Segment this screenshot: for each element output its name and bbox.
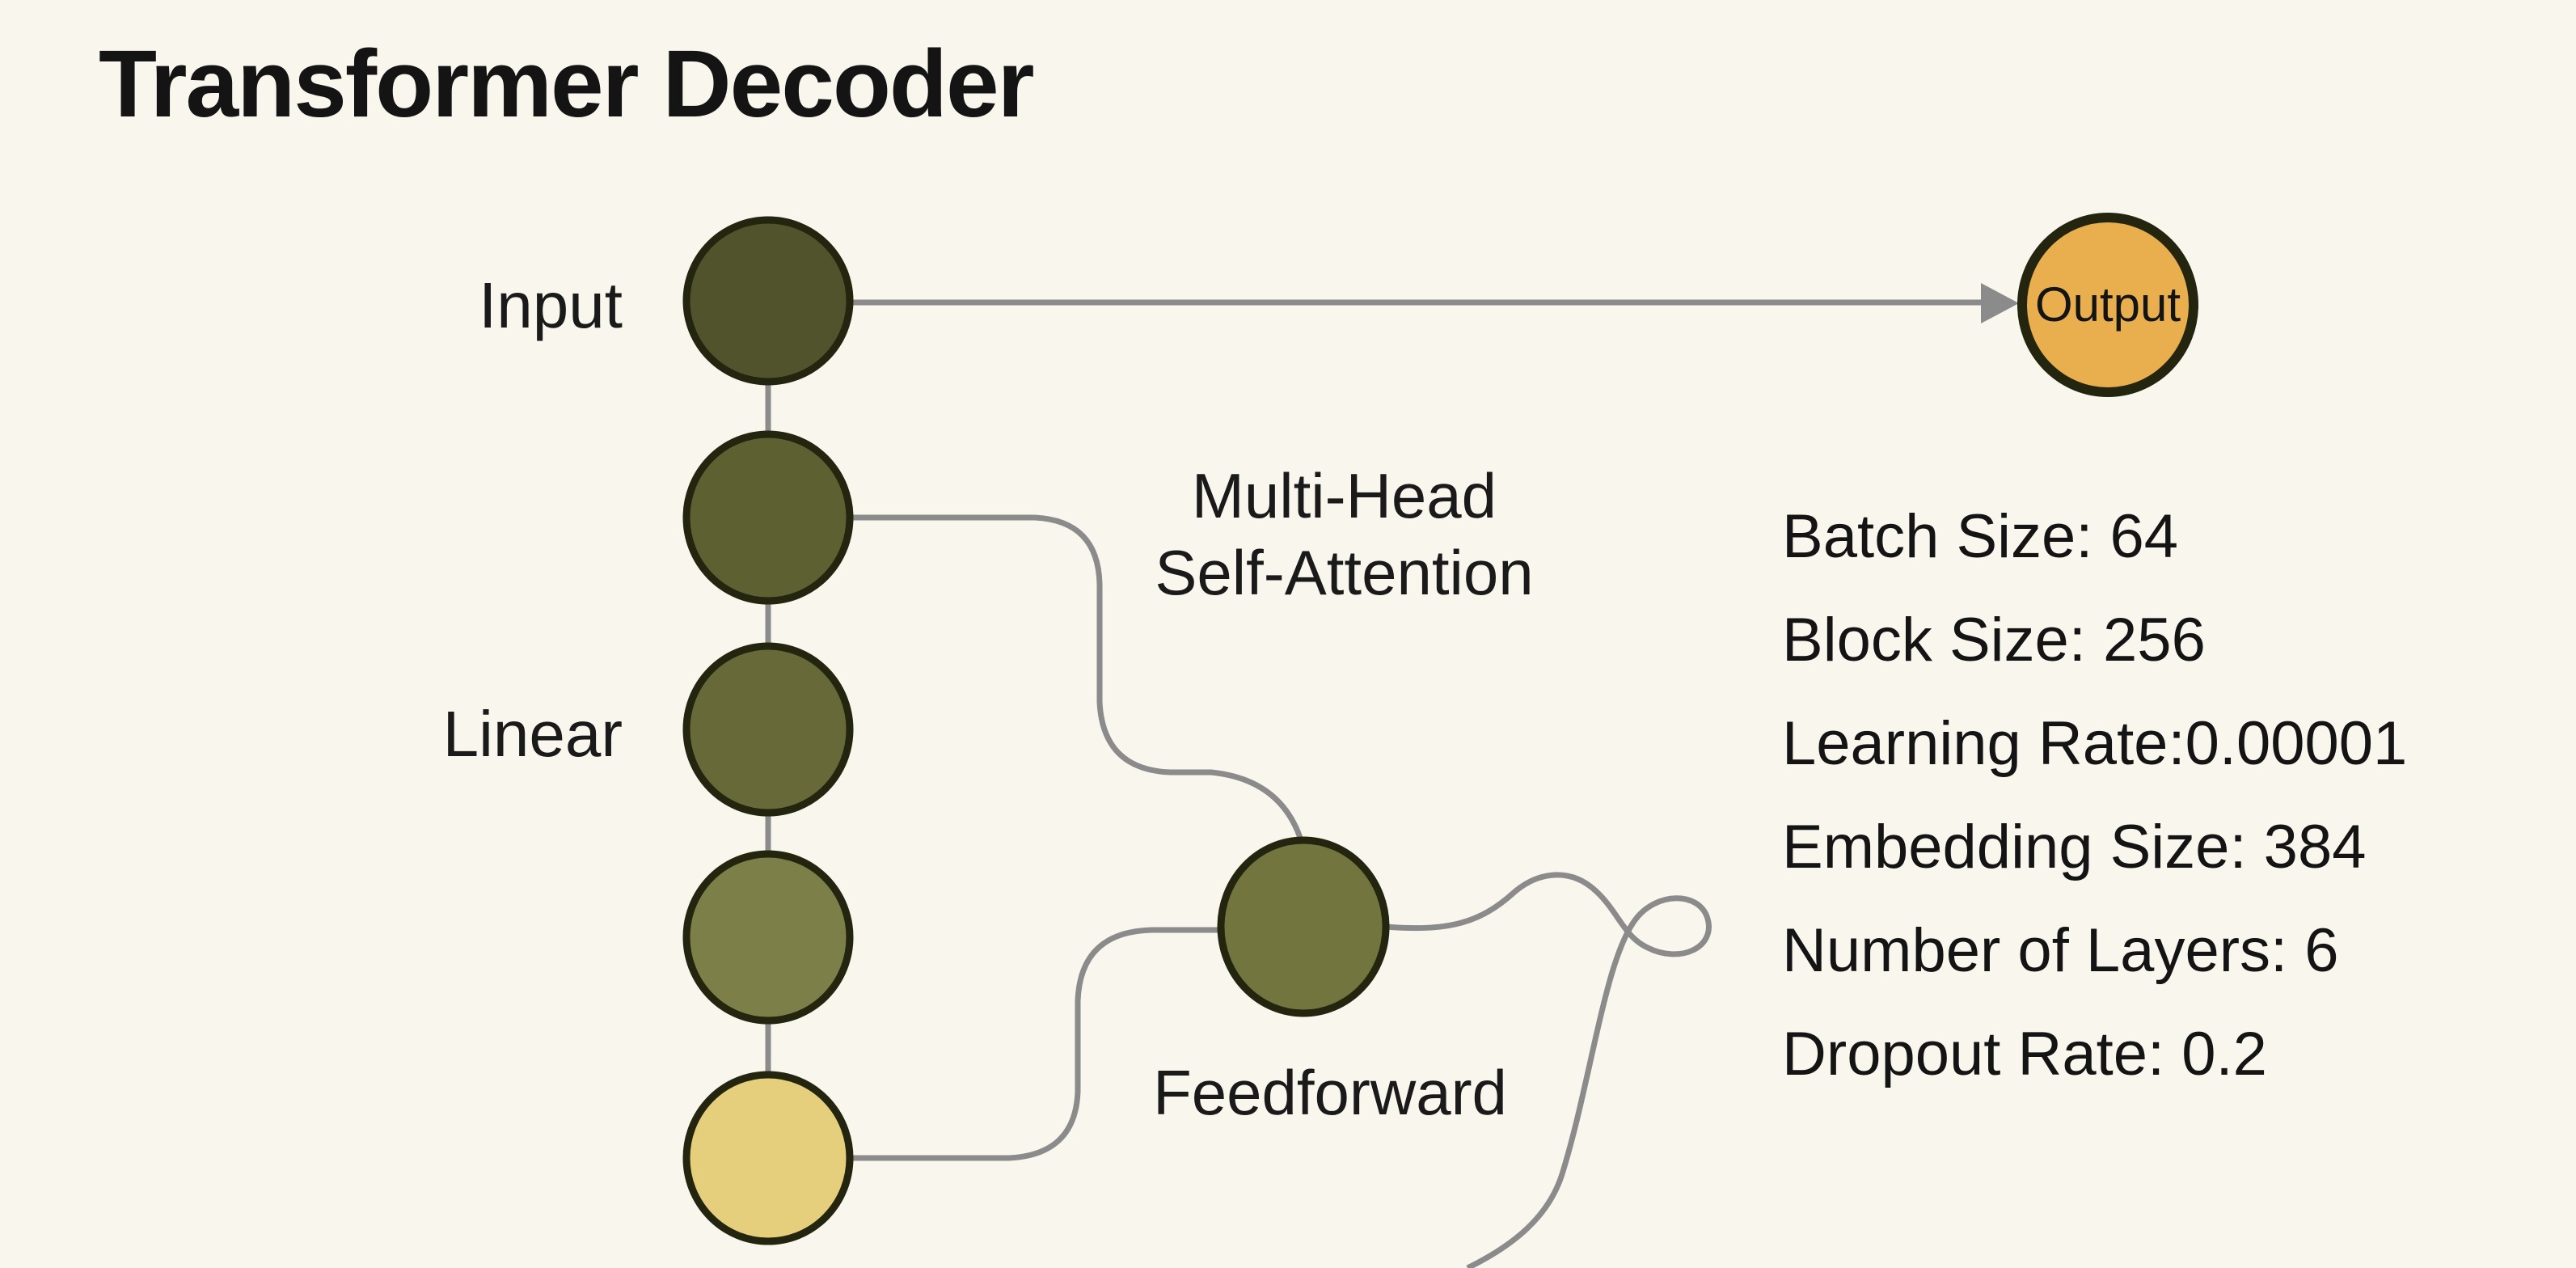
page-title: Transformer Decoder [99,31,1035,137]
chain-node-4 [682,850,854,1025]
param-embedding-size: Embedding Size: 384 [1782,813,2367,881]
yellow-to-feedforward-curve [851,927,1223,1161]
input-node [682,216,854,386]
chain-node-yellow [682,1071,854,1245]
linear-node-label: Linear [442,698,623,770]
feedforward-node [1217,836,1390,1017]
param-batch-size: Batch Size: 64 [1782,502,2179,571]
output-node-label: Output [2034,277,2181,332]
param-block-size: Block Size: 256 [1782,606,2206,674]
param-learning-rate: Learning Rate:0.00001 [1782,709,2408,778]
attention-curve [847,514,1305,844]
hyperparameter-list: Batch Size: 64 Block Size: 256 Learning … [1782,485,2407,1106]
input-node-label: Input [479,269,623,341]
feedforward-label: Feedforward [1153,1057,1507,1128]
multi-head-self-attention-label: Multi-Head Self-Attention [1075,458,1613,611]
output-node [2017,213,2198,397]
attention-label-line2: Self-Attention [1155,537,1534,608]
arrowhead-icon [1981,283,2019,323]
attention-label-line1: Multi-Head [1191,460,1497,531]
param-number-of-layers: Number of Layers: 6 [1782,916,2339,985]
linear-node [682,642,854,817]
param-dropout-rate: Dropout Rate: 0.2 [1782,1020,2267,1088]
feedforward-output-squiggle [1385,872,1712,1268]
chain-node-2 [682,430,854,605]
